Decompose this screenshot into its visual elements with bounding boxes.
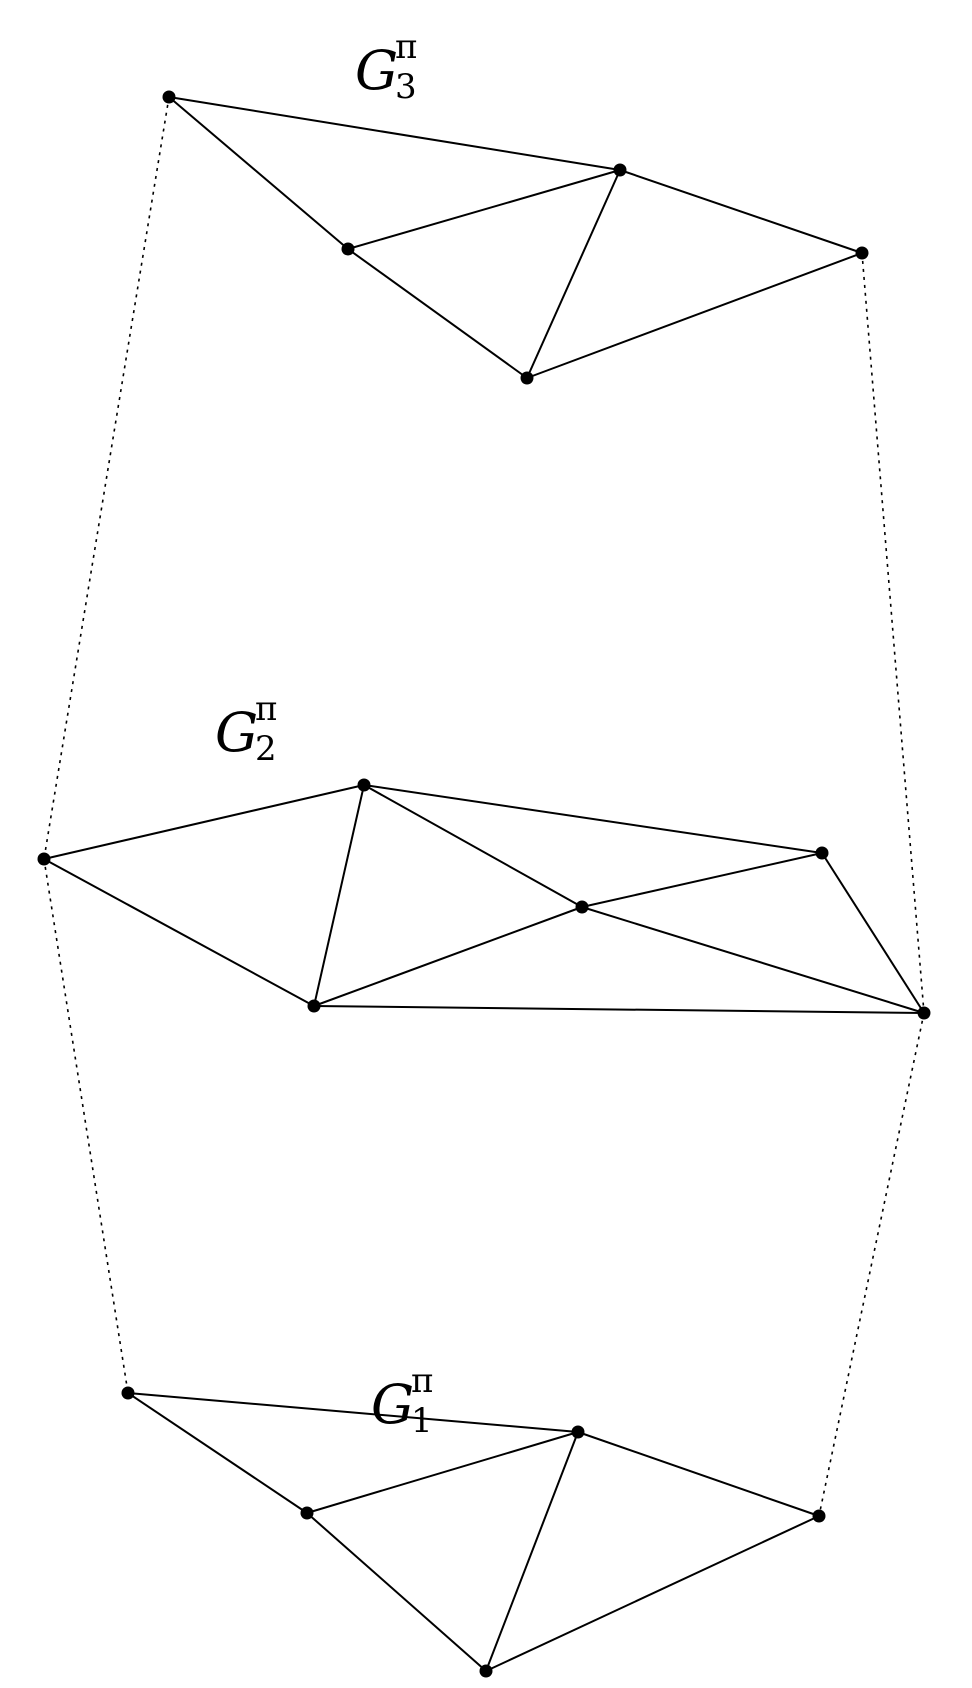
label-g1-subscript: 1 bbox=[411, 1401, 433, 1441]
g2-edge-0-1 bbox=[43, 784, 365, 860]
g3-edge-0-1 bbox=[168, 96, 349, 250]
g2-edge-3-4 bbox=[581, 852, 823, 908]
g3-edge-1-3 bbox=[347, 248, 528, 379]
g2-edge-3-5 bbox=[581, 906, 925, 1014]
label-g1-superscript: π bbox=[411, 1361, 434, 1401]
g2-edge-1-2 bbox=[313, 784, 365, 1007]
g1-edge-0-2 bbox=[127, 1392, 579, 1433]
g1-edge-1-2 bbox=[306, 1431, 579, 1514]
g1-node-1 bbox=[300, 1506, 314, 1520]
g3-edge-3-4 bbox=[526, 252, 863, 379]
g2-edge-2-3 bbox=[313, 906, 583, 1007]
label-g2-base: G bbox=[215, 701, 259, 764]
g2-edge-4-5 bbox=[821, 852, 925, 1014]
g2-edge-0-2 bbox=[43, 858, 315, 1007]
g3-node-4 bbox=[855, 246, 869, 260]
g3-node-0 bbox=[162, 90, 176, 104]
g3-edge-2-3 bbox=[526, 169, 621, 379]
g1-edge-3-4 bbox=[485, 1515, 820, 1672]
dotted-connection-3 bbox=[818, 1012, 925, 1517]
g3-node-1 bbox=[341, 242, 355, 256]
g3-edge-2-4 bbox=[619, 169, 863, 254]
g1-edge-2-4 bbox=[577, 1431, 820, 1517]
g2-node-1 bbox=[357, 778, 371, 792]
g2-edge-1-3 bbox=[363, 784, 583, 908]
dotted-connection-0 bbox=[43, 96, 170, 860]
label-g3-base: G bbox=[355, 39, 399, 102]
g1-node-3 bbox=[479, 1664, 493, 1678]
g2-node-0 bbox=[37, 852, 51, 866]
g1-edge-2-3 bbox=[485, 1431, 579, 1672]
g2-edge-1-4 bbox=[363, 784, 823, 854]
g3-edge-1-2 bbox=[347, 169, 621, 250]
dotted-connection-2 bbox=[861, 252, 925, 1014]
g1-node-2 bbox=[571, 1425, 585, 1439]
dotted-connection-1 bbox=[43, 858, 129, 1394]
g1-edge-1-3 bbox=[306, 1512, 487, 1672]
g2-node-3 bbox=[575, 900, 589, 914]
label-g2-subscript: 2 bbox=[255, 729, 277, 769]
label-g3-superscript: π bbox=[395, 27, 418, 67]
g2-edge-2-5 bbox=[313, 1005, 925, 1014]
g3-node-2 bbox=[613, 163, 627, 177]
g3-node-3 bbox=[520, 371, 534, 385]
g1-node-4 bbox=[812, 1509, 826, 1523]
g3-edge-0-2 bbox=[168, 96, 621, 171]
g2-node-5 bbox=[917, 1006, 931, 1020]
label-g2-superscript: π bbox=[255, 689, 278, 729]
g1-node-0 bbox=[121, 1386, 135, 1400]
label-g1-base: G bbox=[371, 1373, 415, 1436]
g1-edge-0-1 bbox=[127, 1392, 308, 1514]
label-g3-subscript: 3 bbox=[395, 67, 417, 107]
g2-node-2 bbox=[307, 999, 321, 1013]
g2-node-4 bbox=[815, 846, 829, 860]
